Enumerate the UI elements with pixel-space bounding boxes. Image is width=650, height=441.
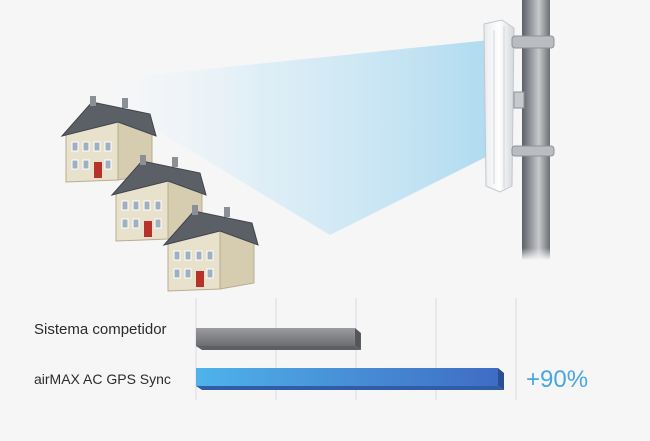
gain-percentage: +90% (526, 366, 589, 393)
airmax-bar (196, 368, 498, 386)
antenna-icon (483, 19, 555, 193)
competitor-label: Sistema competidor (34, 321, 167, 338)
houses (60, 96, 259, 292)
house-icon (110, 155, 207, 242)
comparison-bars (196, 328, 504, 390)
airmax-label: airMAX AC GPS Sync (34, 371, 171, 387)
house-icon (162, 205, 259, 292)
signal-beam (100, 40, 500, 235)
competitor-bar (196, 328, 355, 346)
